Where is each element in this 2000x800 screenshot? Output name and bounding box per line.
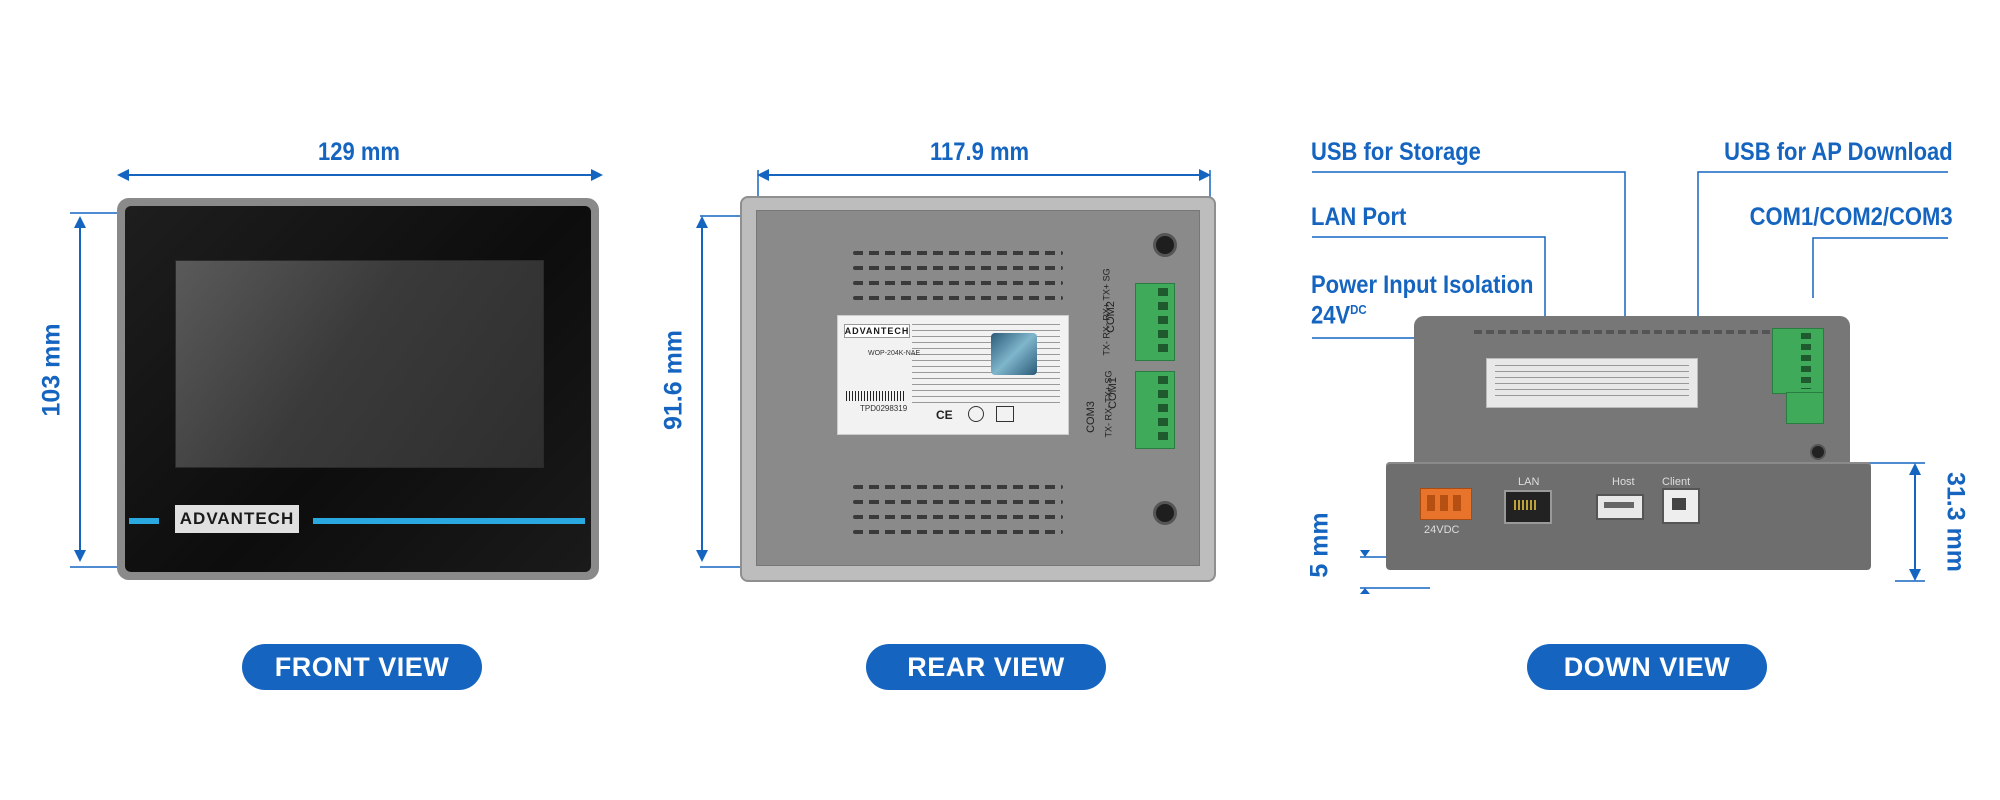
rear-width-dimension [757, 169, 1211, 181]
rear-label-text-lines [912, 324, 1060, 406]
front-height-leaders [70, 212, 122, 568]
rear-height-label: 91.6 mm [659, 329, 688, 431]
callout-com-ports: COM1/COM2/COM3 [1750, 203, 1953, 231]
screw-icon-bottom [1153, 501, 1177, 525]
front-device-bezel: ADVANTECH [117, 198, 599, 580]
front-cyan-strip-right [313, 518, 585, 524]
com2-terminal-block [1135, 283, 1175, 361]
power-label: 24VDC [1424, 524, 1460, 536]
hologram-sticker [991, 333, 1037, 375]
com1-terminal-block [1135, 371, 1175, 449]
down-device-body [1414, 316, 1850, 466]
advantech-logo: ADVANTECH [179, 509, 295, 528]
front-width-label: 129 mm [318, 138, 400, 166]
down-port-strip: 24VDC LAN Host Client [1386, 462, 1871, 570]
rear-label-barcode [846, 391, 906, 401]
ul-mark-icon [968, 406, 984, 422]
com1-pin-labels: TX- RX- TX+ SG [1103, 370, 1114, 438]
callout-power-line1: Power Input Isolation [1311, 271, 1534, 299]
lan-port-label: LAN [1518, 476, 1540, 488]
ce-mark-icon: CE [936, 408, 953, 422]
down-depth-label: 31.3 mm [1941, 471, 1970, 573]
front-view-title: FRONT VIEW [242, 644, 482, 690]
rear-label-model: WOP-204K-NAE [868, 350, 921, 357]
usb-client-port-icon [1662, 488, 1700, 524]
callout-usb-ap: USB for AP Download [1724, 138, 1953, 166]
down-view-title: DOWN VIEW [1527, 644, 1767, 690]
callout-power-line2: 24VDC [1311, 301, 1367, 330]
front-screen [175, 260, 544, 468]
down-com-terminal-lower [1786, 392, 1824, 424]
callout-usb-storage: USB for Storage [1311, 138, 1481, 166]
down-device-top-vents [1474, 330, 1774, 334]
com3-label: COM3 [1084, 401, 1097, 433]
screw-icon-top [1153, 233, 1177, 257]
lan-port-icon [1504, 490, 1552, 524]
usb-host-port-icon [1596, 494, 1644, 520]
down-com-terminal [1772, 328, 1824, 394]
front-cyan-strip-left [129, 518, 159, 524]
down-product-label [1486, 358, 1698, 408]
rear-label-serial: TPD0298319 [860, 404, 908, 413]
usb-host-label: Host [1612, 476, 1635, 488]
front-height-label: 103 mm [37, 323, 66, 417]
rear-height-dimension [696, 216, 708, 562]
power-connector [1420, 488, 1472, 520]
rear-device-frame: ADVANTECH WOP-204K-NAE TPD0298319 CE [740, 196, 1216, 582]
callout-lan-port: LAN Port [1311, 203, 1407, 231]
down-screw-icon [1810, 444, 1826, 460]
front-logo-plate: ADVANTECH [175, 505, 299, 533]
front-device-glass: ADVANTECH [125, 206, 591, 572]
rear-device-body: ADVANTECH WOP-204K-NAE TPD0298319 CE [756, 210, 1200, 566]
rear-label-logo: ADVANTECH [844, 324, 910, 338]
down-bezel-label: 5 mm [1305, 512, 1334, 578]
front-width-dimension [117, 169, 603, 181]
rear-vents-top [853, 251, 1063, 303]
rear-vents-bottom [853, 485, 1063, 537]
rear-view-title: REAR VIEW [866, 644, 1106, 690]
com2-pin-labels: TX- RX- RX+ TX+ SG [1101, 268, 1112, 356]
front-height-dimension [74, 216, 86, 562]
usb-client-label: Client [1662, 476, 1691, 488]
ul-listed-icon [996, 406, 1014, 422]
rear-width-label: 117.9 mm [930, 138, 1030, 166]
